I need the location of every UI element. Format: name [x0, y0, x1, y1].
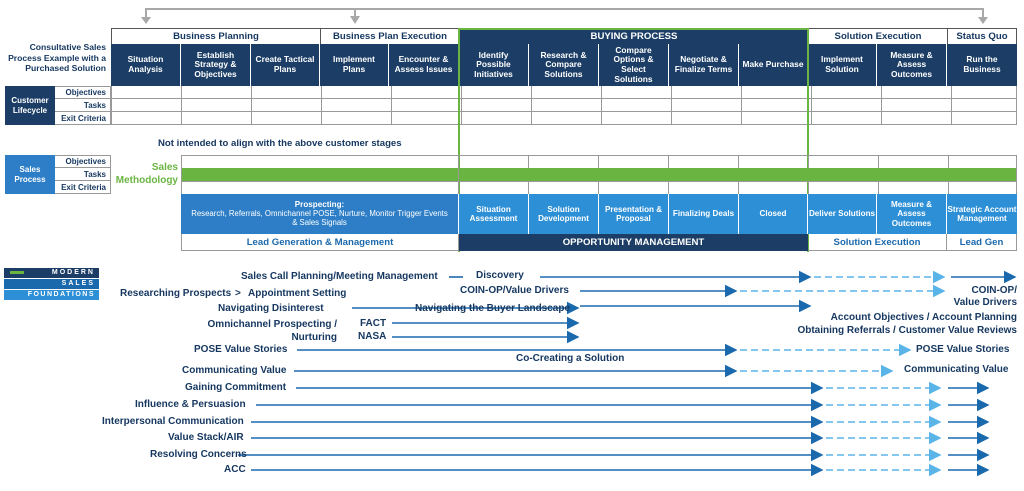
stage-implement-plans: Implement Plans — [320, 44, 389, 86]
skill-researching-prospects: Researching Prospects — [120, 288, 232, 299]
skill-fact: FACT — [360, 318, 387, 329]
cl-row-tasks: Tasks — [55, 99, 111, 112]
not-aligned-note: Not intended to align with the above cus… — [158, 138, 402, 149]
skill-value-stack: Value Stack/AIR — [168, 432, 244, 443]
skill-navigating-buyer: Navigating the Buyer Landscape — [415, 303, 571, 314]
skill-co-creating: Co-Creating a Solution — [516, 353, 625, 364]
prospecting-cell: Prospecting: Research, Referrals, Omnich… — [181, 194, 459, 234]
skill-gaining: Gaining Commitment — [185, 382, 287, 393]
lead-gen-grid — [181, 155, 459, 194]
solution-execution-label: Solution Execution — [808, 234, 947, 251]
skill-acc: ACC — [224, 464, 246, 475]
customer-lifecycle-grid — [111, 86, 1017, 125]
group-status-quo: Status Quo — [947, 28, 1017, 44]
skill-discovery: Discovery — [476, 270, 524, 281]
lead-gen-label: Lead Gen — [947, 234, 1017, 251]
sales-stage-situation-assessment: Situation Assessment — [459, 194, 529, 234]
skill-communicating-end: Communicating Value — [904, 364, 1009, 375]
opportunity-management-label: OPPORTUNITY MANAGEMENT — [459, 234, 808, 251]
cl-row-objectives: Objectives — [55, 86, 111, 99]
skill-resolving: Resolving Concerns — [150, 449, 247, 460]
stage-implement-solution: Implement Solution — [808, 44, 877, 86]
sales-stage-finalizing-deals: Finalizing Deals — [669, 194, 739, 234]
skill-pose: POSE Value Stories — [194, 344, 288, 355]
skill-coin-op: COIN-OP/Value Drivers — [460, 285, 569, 296]
group-business-plan-execution: Business Plan Execution — [320, 28, 459, 44]
sp-row-exit-criteria: Exit Criteria — [55, 181, 111, 194]
skill-coin-op-end: COIN-OP/ Value Drivers — [953, 285, 1017, 308]
sales-stage-strategic-account: Strategic Account Management — [947, 194, 1017, 234]
sales-stage-measure-assess: Measure & Assess Outcomes — [877, 194, 947, 234]
modern-sales-foundations-logo: MODERN SALES FOUNDATIONS — [4, 268, 99, 301]
loop-arrows — [141, 8, 988, 24]
skill-sales-call-planning: Sales Call Planning/Meeting Management — [241, 271, 438, 282]
opportunity-grid — [459, 155, 1017, 194]
stage-measure-assess: Measure & Assess Outcomes — [877, 44, 947, 86]
logo-foundations: FOUNDATIONS — [4, 290, 99, 300]
sales-stage-closed: Closed — [739, 194, 808, 234]
logo-modern: MODERN — [4, 268, 99, 278]
skill-gt-separator: > — [235, 288, 241, 299]
customer-lifecycle-label: Customer Lifecycle — [5, 86, 55, 125]
logo-sales: SALES — [4, 279, 99, 289]
skill-appointment-setting: Appointment Setting — [248, 288, 347, 299]
group-business-planning: Business Planning — [111, 28, 320, 44]
stage-identify-initiatives: Identify Possible Initiatives — [459, 44, 529, 86]
stage-run-business: Run the Business — [947, 44, 1017, 86]
stage-make-purchase: Make Purchase — [739, 44, 808, 86]
lead-generation-label: Lead Generation & Management — [181, 234, 459, 251]
cl-row-exit-criteria: Exit Criteria — [55, 112, 111, 125]
sales-methodology-label: Sales Methodology — [115, 162, 178, 186]
skill-pose-end: POSE Value Stories — [916, 344, 1010, 355]
stage-negotiate-finalize: Negotiate & Finalize Terms — [669, 44, 739, 86]
sp-row-objectives: Objectives — [55, 155, 111, 168]
prospecting-title: Prospecting: — [294, 200, 345, 210]
stage-establish-strategy: Establish Strategy & Objectives — [181, 44, 251, 86]
skill-omnichannel: Omnichannel Prospecting / Nurturing — [207, 319, 337, 343]
skill-interpersonal: Interpersonal Communication — [102, 416, 244, 427]
stage-encounter-assess: Encounter & Assess Issues — [389, 44, 459, 86]
skill-account-objectives: Account Objectives / Account Planning — [830, 312, 1017, 323]
skill-navigating-disinterest: Navigating Disinterest — [218, 303, 324, 314]
stage-situation-analysis: Situation Analysis — [111, 44, 181, 86]
skill-nasa: NASA — [358, 331, 387, 342]
sp-row-tasks: Tasks — [55, 168, 111, 181]
skill-influence: Influence & Persuasion — [135, 399, 246, 410]
sales-stage-presentation-proposal: Presentation & Proposal — [599, 194, 669, 234]
skill-communicating: Communicating Value — [182, 365, 287, 376]
prospecting-detail: Research, Referrals, Omnichannel POSE, N… — [191, 208, 448, 227]
stage-research-compare: Research & Compare Solutions — [529, 44, 599, 86]
sales-stage-solution-development: Solution Development — [529, 194, 599, 234]
sales-process-label: Sales Process — [5, 155, 55, 194]
example-title: Consultative Sales Process Example with … — [8, 42, 106, 74]
skill-obtaining-referrals: Obtaining Referrals / Customer Value Rev… — [797, 325, 1017, 336]
sales-stage-deliver-solutions: Deliver Solutions — [808, 194, 877, 234]
stage-create-tactical-plans: Create Tactical Plans — [251, 44, 320, 86]
stage-compare-options: Compare Options & Select Solutions — [599, 44, 669, 86]
